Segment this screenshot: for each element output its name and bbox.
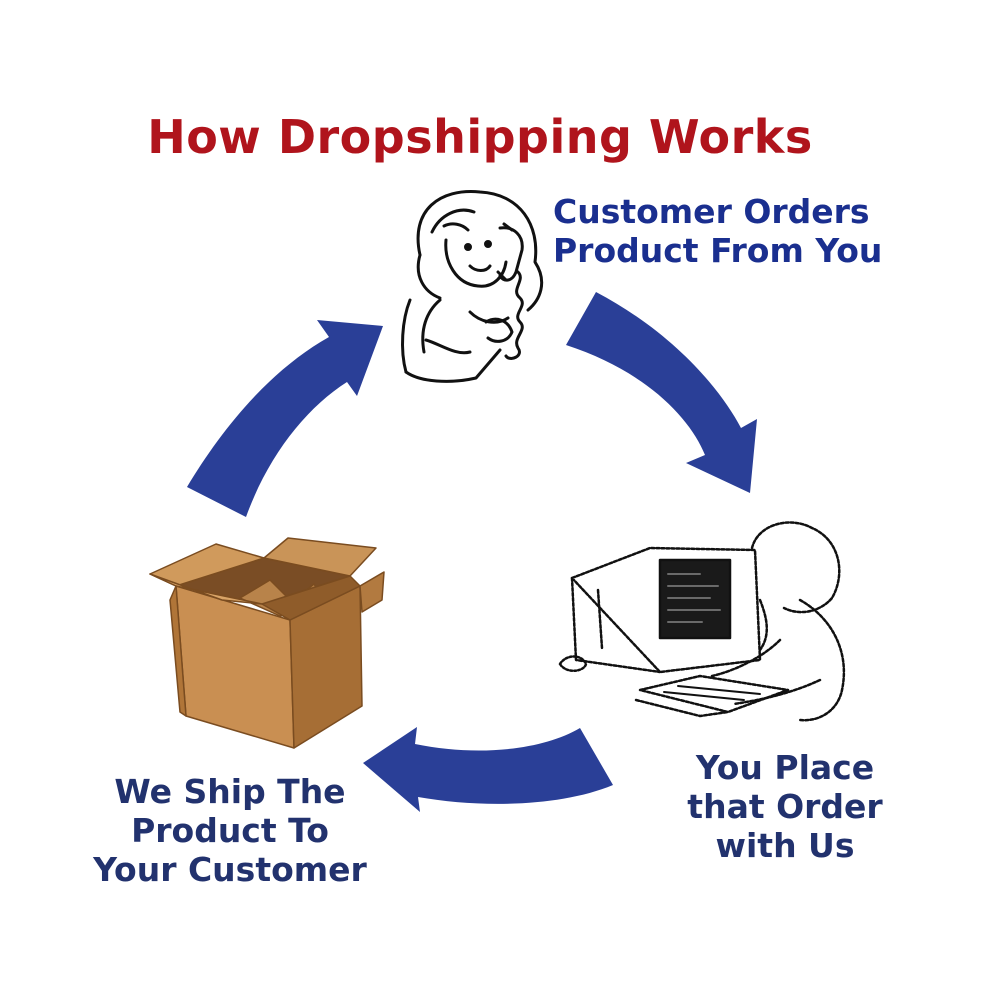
step-label-line: with Us bbox=[715, 826, 855, 865]
step-label-line: that Order bbox=[687, 787, 883, 826]
step-label-we-ship: We Ship The Product To Your Customer bbox=[60, 772, 400, 889]
step-label-line: Customer Orders bbox=[553, 192, 870, 231]
step-label-line: Product From You bbox=[553, 231, 883, 270]
step-label-place-order: You Place that Order with Us bbox=[650, 748, 920, 865]
step-label-line: Product To bbox=[131, 811, 329, 850]
arrow-order-to-supplier bbox=[566, 292, 757, 493]
step-label-line: We Ship The bbox=[114, 772, 346, 811]
diagram-title: How Dropshipping Works bbox=[147, 110, 813, 164]
step-label-customer-orders: Customer Orders Product From You bbox=[553, 192, 882, 270]
step-label-line: Your Customer bbox=[93, 850, 367, 889]
step-label-line: You Place bbox=[695, 748, 875, 787]
arrow-supplier-to-ship bbox=[363, 727, 613, 812]
person-at-computer-icon bbox=[558, 521, 846, 722]
arrow-ship-to-customer bbox=[187, 320, 383, 517]
woman-on-phone-icon bbox=[401, 190, 544, 383]
open-cardboard-box-icon bbox=[149, 537, 385, 749]
